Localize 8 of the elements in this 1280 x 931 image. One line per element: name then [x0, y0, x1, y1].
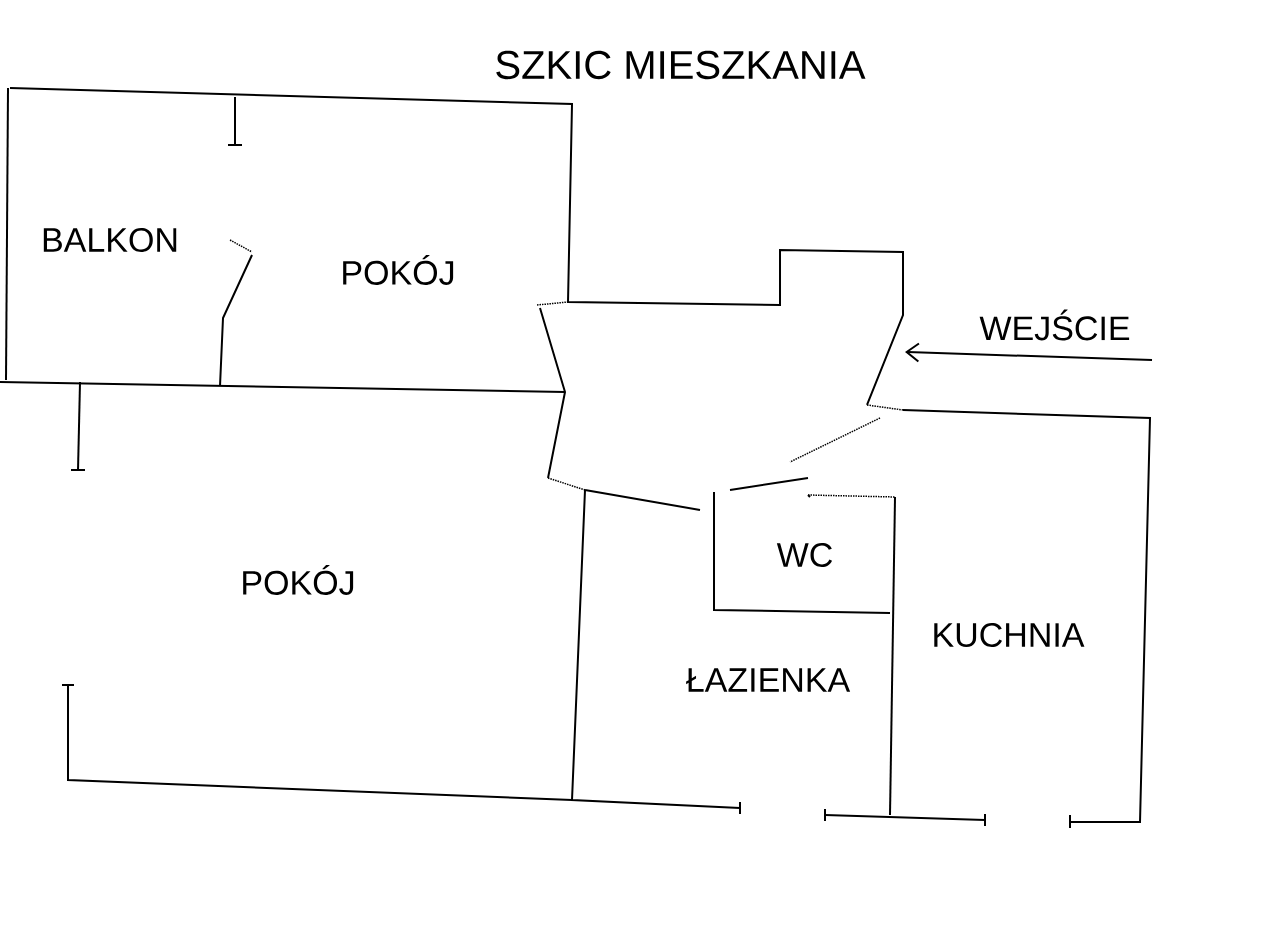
- room-label: POKÓJ: [243, 565, 354, 595]
- room-label: WC: [776, 542, 833, 568]
- room-label: KUCHNIA: [934, 622, 1085, 648]
- entrance-label: WEJŚCIE: [979, 309, 1130, 341]
- room-label: ŁAZIENKA: [686, 668, 851, 692]
- room-label: POKÓJ: [343, 255, 454, 285]
- room-label: BALKON: [43, 227, 177, 253]
- title: SZKIC MIESZKANIA: [496, 50, 866, 80]
